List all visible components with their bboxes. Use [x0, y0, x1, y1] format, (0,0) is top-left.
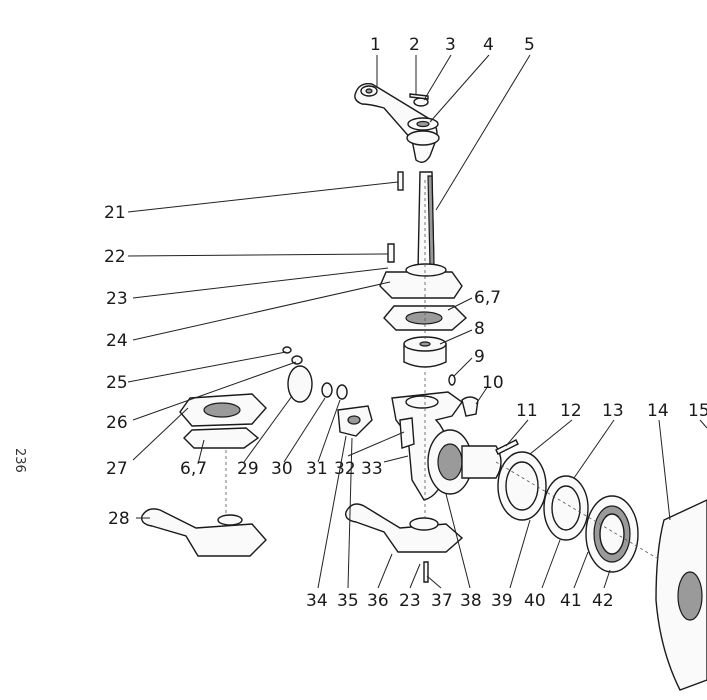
callout-2: 2 — [409, 35, 420, 55]
callout-28: 28 — [108, 509, 130, 529]
callout-6-7-upper: 6,7 — [474, 288, 501, 308]
seal-rings — [497, 451, 589, 541]
assembly-axes — [225, 180, 661, 561]
callout-39: 39 — [491, 591, 513, 611]
callout-24: 24 — [106, 331, 128, 351]
callout-14: 14 — [647, 401, 669, 421]
cotter-pin — [409, 93, 429, 100]
callout-35: 35 — [337, 591, 359, 611]
nut-washer-stack — [406, 97, 440, 146]
parts-artwork — [141, 82, 707, 691]
callout-11: 11 — [516, 401, 538, 421]
callout-37: 37 — [431, 591, 453, 611]
callout-1: 1 — [370, 35, 381, 55]
left-cover-plate — [179, 393, 267, 449]
callout-10: 10 — [482, 373, 504, 393]
callout-12: 12 — [560, 401, 582, 421]
callout-3: 3 — [445, 35, 456, 55]
callout-labels: 1 2 3 4 5 21 22 23 24 6,7 8 9 10 25 26 2… — [104, 35, 707, 611]
callout-27: 27 — [106, 459, 128, 479]
callout-30: 30 — [271, 459, 293, 479]
wheel-hub — [655, 499, 707, 691]
steering-knuckle — [391, 391, 502, 501]
bushing — [403, 336, 447, 368]
callout-9: 9 — [474, 347, 485, 367]
callout-26: 26 — [106, 413, 128, 433]
callout-32: 32 — [334, 459, 356, 479]
lower-steering-arm — [345, 503, 464, 553]
leader-lines — [127, 54, 707, 589]
small-hardware — [282, 346, 373, 437]
callout-23-lower: 23 — [399, 591, 421, 611]
callout-6-7-lower: 6,7 — [180, 459, 207, 479]
dowel-pin — [495, 439, 519, 455]
callout-23-upper: 23 — [106, 289, 128, 309]
tie-rod-arm — [141, 508, 267, 557]
callout-25: 25 — [106, 373, 128, 393]
callout-29: 29 — [237, 459, 259, 479]
callout-13: 13 — [602, 401, 624, 421]
king-pin — [379, 171, 463, 299]
callout-38: 38 — [460, 591, 482, 611]
callout-33: 33 — [361, 459, 383, 479]
callout-31: 31 — [306, 459, 328, 479]
callout-5: 5 — [524, 35, 535, 55]
callout-36: 36 — [367, 591, 389, 611]
callout-15: 15 — [688, 401, 707, 421]
callout-42: 42 — [592, 591, 614, 611]
callout-22: 22 — [104, 247, 126, 267]
bolt — [423, 561, 429, 583]
callout-41: 41 — [560, 591, 582, 611]
small-nipple — [448, 374, 456, 386]
callout-4: 4 — [483, 35, 494, 55]
callout-40: 40 — [524, 591, 546, 611]
callout-8: 8 — [474, 319, 485, 339]
woodruff-key — [397, 171, 404, 191]
page-number: 236 — [12, 448, 27, 473]
grease-nipple — [387, 243, 395, 263]
callout-34: 34 — [306, 591, 328, 611]
wheel-bearing — [585, 495, 639, 573]
callout-21: 21 — [104, 203, 126, 223]
